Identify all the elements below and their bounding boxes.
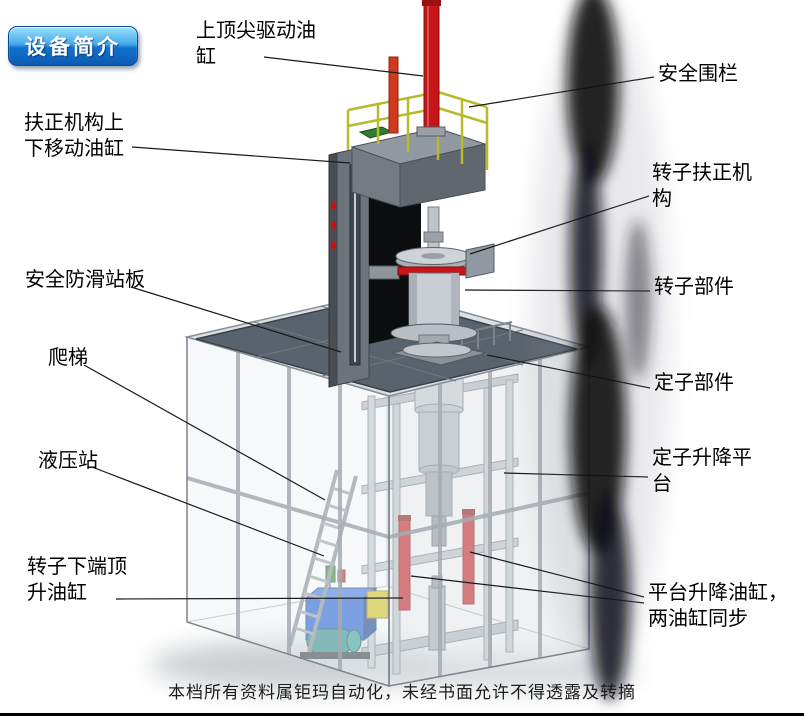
- leader-hydraulic-station: [91, 466, 325, 557]
- leader-rotor-bottom-jack: [115, 597, 404, 600]
- leader-antislip-platform: [130, 286, 342, 353]
- leader-centering-cylinder: [131, 146, 351, 164]
- centering-bracket: [465, 243, 495, 279]
- title-badge-label: 设备简介: [25, 35, 121, 59]
- title-badge: 设备简介: [8, 26, 138, 66]
- label-centering-cylinder: 扶正机构上下移动油缸: [24, 112, 124, 160]
- leader-ladder: [83, 364, 326, 501]
- antislip-platform-plates: [184, 290, 592, 397]
- label-rotor-part: 转子部件: [654, 276, 734, 298]
- green-box: [358, 126, 394, 139]
- label-rotor-centering: 转子扶正机构: [652, 162, 752, 210]
- rotor-assembly: [368, 206, 495, 366]
- label-antislip-platform: 安全防滑站板: [25, 269, 145, 291]
- crosshead: [350, 126, 487, 208]
- label-rotor-bottom-jack: 转子下端顶升油缸: [27, 556, 127, 604]
- bottom-rule: [0, 713, 804, 716]
- leader-top-drive-cylinder: [263, 56, 424, 77]
- label-safety-fence: 安全围栏: [658, 63, 738, 85]
- ink-smudge: [530, 0, 670, 700]
- copyright-text: 本档所有资料属钜玛自动化，未经书面允许不得透露及转摘: [168, 683, 636, 702]
- centering-arm: [368, 265, 400, 280]
- label-platform-lift-cylinders: 平台升降油缸，两油缸同步: [648, 582, 788, 630]
- label-stator-lift-platform: 定子升降平台: [652, 447, 752, 495]
- label-top-drive-cylinder: 上顶尖驱动油缸: [196, 20, 316, 68]
- label-ladder: 爬梯: [48, 347, 88, 369]
- label-hydraulic-station: 液压站: [38, 450, 98, 472]
- top-drive-cylinder: [388, 0, 446, 137]
- ladder-graphic: [288, 469, 358, 653]
- label-stator-part: 定子部件: [654, 372, 734, 394]
